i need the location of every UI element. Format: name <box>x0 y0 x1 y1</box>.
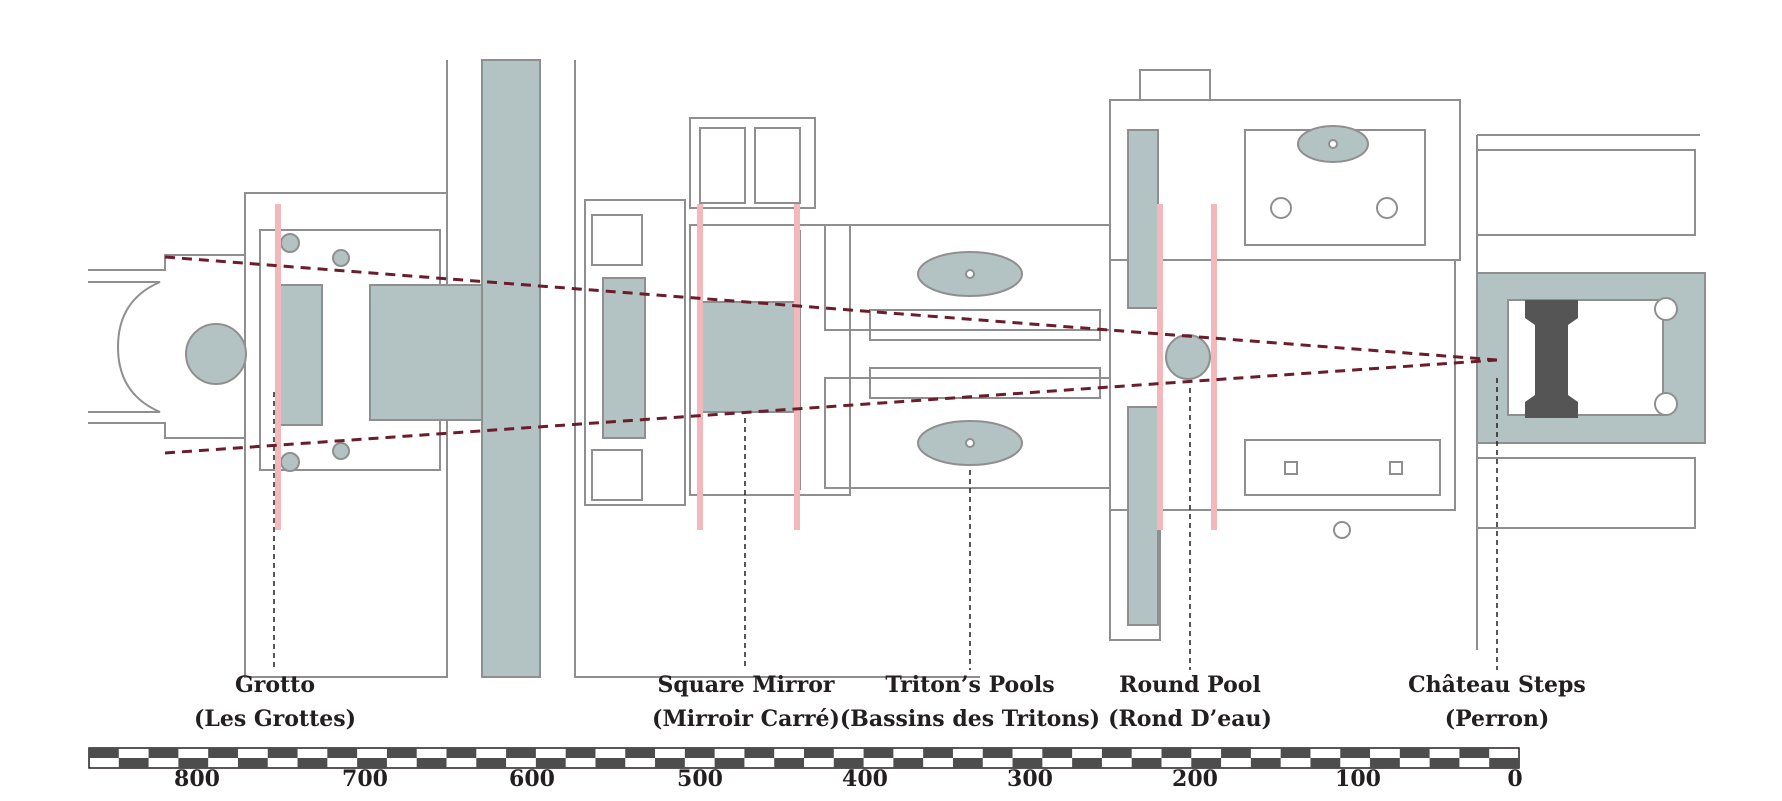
scale-bar <box>88 747 1520 769</box>
label-chateau-steps-line1: Château Steps <box>1408 672 1586 698</box>
scale-segment <box>118 758 149 768</box>
label-round-pool: Round Pool (Rond D’eau) <box>1108 668 1272 736</box>
scale-segment <box>208 748 238 758</box>
scale-segment <box>595 758 626 768</box>
scale-segment <box>1221 748 1251 758</box>
scale-segment <box>684 748 715 758</box>
scale-segment <box>1161 748 1192 758</box>
scale-segment <box>804 748 834 758</box>
label-square-mirror: Square Mirror (Mirroir Carré) <box>652 668 840 736</box>
scale-segment <box>923 748 953 758</box>
scale-segment <box>655 758 685 768</box>
scale-segment <box>1012 758 1043 768</box>
label-chateau-steps-line2: (Perron) <box>1444 706 1550 732</box>
scale-segment <box>1459 748 1490 758</box>
scale-segment <box>327 748 358 758</box>
scale-segment <box>1340 748 1371 758</box>
scale-segment <box>1191 758 1222 768</box>
scale-segment <box>1399 748 1430 758</box>
label-grotto-line2: (Les Grottes) <box>193 706 357 732</box>
scale-tick-500: 500 <box>677 766 723 792</box>
scale-tick-200: 200 <box>1172 766 1218 792</box>
label-round-pool-line1: Round Pool <box>1119 672 1261 698</box>
label-square-mirror-line1: Square Mirror <box>657 672 835 698</box>
label-chateau-steps: Château Steps (Perron) <box>1408 668 1586 736</box>
scale-segment <box>625 748 656 758</box>
scale-segment <box>476 758 507 768</box>
scale-tick-700: 700 <box>342 766 388 792</box>
scale-segment <box>1131 758 1162 768</box>
label-grotto-line1: Grotto <box>234 672 316 698</box>
scale-tick-600: 600 <box>509 766 555 792</box>
scale-tick-400: 400 <box>842 766 888 792</box>
label-tritons-pools-line2: (Bassins des Tritons) <box>839 706 1101 732</box>
scale-segment <box>1489 758 1519 768</box>
scale-segment <box>148 748 179 758</box>
scale-segment <box>267 748 298 758</box>
scale-segment <box>863 748 894 758</box>
label-grotto: Grotto (Les Grottes) <box>194 668 356 736</box>
scale-segment <box>357 758 387 768</box>
scale-segment <box>89 748 119 758</box>
scale-segment <box>952 758 983 768</box>
scale-segment <box>297 758 328 768</box>
label-round-pool-line2: (Rond D’eau) <box>1108 706 1272 732</box>
chateau-building <box>1525 300 1578 418</box>
scale-segment <box>1370 758 1400 768</box>
scale-segment <box>1280 748 1311 758</box>
label-tritons-pools: Triton’s Pools (Bassins des Tritons) <box>840 668 1100 736</box>
scale-segment <box>416 758 447 768</box>
label-tritons-pools-line1: Triton’s Pools <box>885 672 1055 698</box>
scale-tick-100: 100 <box>1335 766 1381 792</box>
scale-segment <box>1101 748 1132 758</box>
scale-segment <box>1310 758 1341 768</box>
scale-segment <box>506 748 536 758</box>
sightline-cone <box>164 255 1498 455</box>
scale-segment <box>714 758 745 768</box>
scale-segment <box>565 748 596 758</box>
scale-segment <box>386 748 417 758</box>
scale-tick-800: 800 <box>174 766 220 792</box>
scale-segment <box>774 758 804 768</box>
scale-segment <box>237 758 268 768</box>
label-square-mirror-line2: (Mirroir Carré) <box>652 706 840 732</box>
scale-segment <box>744 748 775 758</box>
scale-segment <box>1250 758 1281 768</box>
scale-tick-0: 0 <box>1507 766 1523 792</box>
scale-segment <box>982 748 1013 758</box>
scale-segment <box>1429 758 1460 768</box>
scale-tick-300: 300 <box>1007 766 1053 792</box>
scale-segment <box>535 758 566 768</box>
scale-segment <box>178 758 209 768</box>
scale-segment <box>1042 748 1073 758</box>
scale-segment <box>1072 758 1102 768</box>
scale-segment <box>893 758 924 768</box>
scale-segment <box>833 758 864 768</box>
scale-segment <box>446 748 477 758</box>
